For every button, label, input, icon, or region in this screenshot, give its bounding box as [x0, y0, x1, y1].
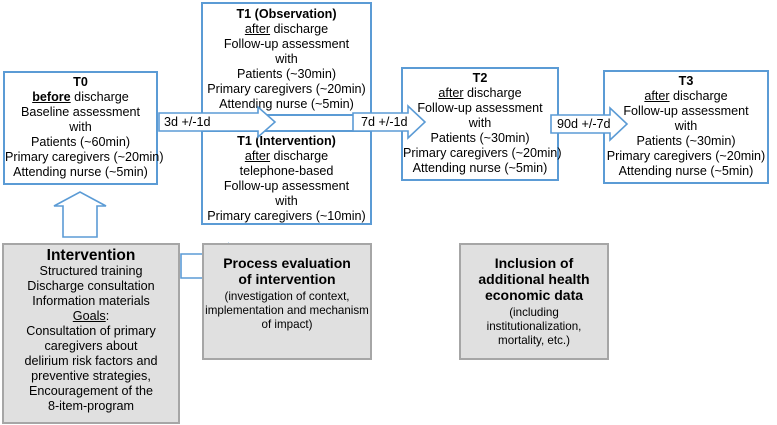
t1-intervention-timing: after discharge [244, 149, 329, 163]
inclusion-title: Inclusion of [494, 255, 574, 271]
t1-observation-timing: after discharge [244, 22, 329, 36]
inclusion-title: economic data [484, 287, 584, 303]
t2-title: T2 [472, 71, 488, 85]
t3-line: Attending nurse (~5min) [618, 164, 754, 178]
process-desc: of impact) [261, 318, 313, 331]
intervention-item: Structured training [39, 264, 143, 278]
intervention-item: Discharge consultation [27, 279, 155, 293]
intervention-title: Intervention [46, 247, 136, 264]
t2-line: with [468, 116, 492, 130]
goal-line: 8-item-program [47, 399, 135, 413]
t0-line: Primary caregivers (~20min) [5, 150, 164, 164]
t1-intervention-box: T1 (Intervention) after discharge teleph… [201, 130, 372, 225]
t1-observation-line: Follow-up assessment [223, 37, 350, 51]
goal-line: preventive strategies, [31, 369, 151, 383]
inclusion-desc: mortality, etc.) [498, 334, 570, 347]
t3-title: T3 [678, 74, 694, 88]
t1-observation-title: T1 (Observation) [236, 7, 337, 21]
t0-line: Baseline assessment [20, 105, 140, 119]
intervention-item: Information materials [32, 294, 150, 308]
t3-timing: after discharge [644, 89, 728, 103]
goal-line: Consultation of primary [26, 324, 156, 338]
t3-line: Primary caregivers (~20min) [606, 149, 766, 163]
t2-line: Attending nurse (~5min) [412, 161, 548, 175]
goal-line: caregivers about [44, 339, 138, 353]
t3-line: with [674, 119, 698, 133]
process-title: Process evaluation [223, 255, 351, 271]
t2-box: T2 after discharge Follow-up assessment … [401, 67, 562, 181]
process-title: of intervention [238, 271, 336, 287]
arrow-label-3d: 3d +/-1d [164, 115, 211, 129]
t1-observation-line: Patients (~30min) [236, 67, 337, 81]
t2-line: Primary caregivers (~20min) [403, 146, 562, 160]
intervention-box: Intervention Structured training Dischar… [2, 243, 180, 424]
t2-line: Follow-up assessment [417, 101, 543, 115]
t1-observation-line: with [275, 52, 298, 66]
t0-timing: before discharge [32, 90, 129, 104]
arrow-label-90d: 90d +/-7d [557, 117, 611, 131]
t1-intervention-line: telephone-based [239, 164, 334, 178]
t2-timing: after discharge [438, 86, 522, 100]
process-desc: implementation and mechanism [205, 304, 369, 317]
process-evaluation-box: Process evaluation of intervention (inve… [202, 243, 372, 360]
t0-box: T0 before discharge Baseline assessment … [3, 71, 164, 185]
t1-intervention-line: Follow-up assessment [223, 179, 350, 193]
inclusion-desc: institutionalization, [486, 320, 582, 333]
t3-line: Patients (~30min) [636, 134, 736, 148]
t3-line: Follow-up assessment [623, 104, 749, 118]
t1-observation-line: Primary caregivers (~20min) [207, 82, 366, 96]
t1-intervention-title: T1 (Intervention) [237, 134, 336, 148]
t1-observation-line: Attending nurse (~5min) [219, 97, 354, 111]
t1-intervention-line: Primary caregivers (~10min) [207, 209, 366, 223]
goals-label: Goals: [72, 309, 110, 323]
t0-line: Patients (~60min) [30, 135, 131, 149]
t2-line: Patients (~30min) [430, 131, 530, 145]
t1-intervention-line: with [275, 194, 298, 208]
arrow-label-7d: 7d +/-1d [361, 115, 408, 129]
t0-line: with [69, 120, 92, 134]
arrow-up-shape [53, 191, 107, 238]
t3-box: T3 after discharge Follow-up assessment … [603, 70, 769, 184]
process-desc: (investigation of context, [224, 290, 350, 303]
inclusion-box: Inclusion of additional health economic … [459, 243, 609, 360]
inclusion-title: additional health [478, 271, 590, 287]
goal-line: Encouragement of the [29, 384, 153, 398]
goal-line: delirium risk factors and [24, 354, 158, 368]
t0-title: T0 [73, 75, 88, 89]
t0-line: Attending nurse (~5min) [13, 165, 148, 179]
inclusion-desc: (including [509, 306, 559, 319]
t1-observation-box: T1 (Observation) after discharge Follow-… [201, 2, 372, 116]
